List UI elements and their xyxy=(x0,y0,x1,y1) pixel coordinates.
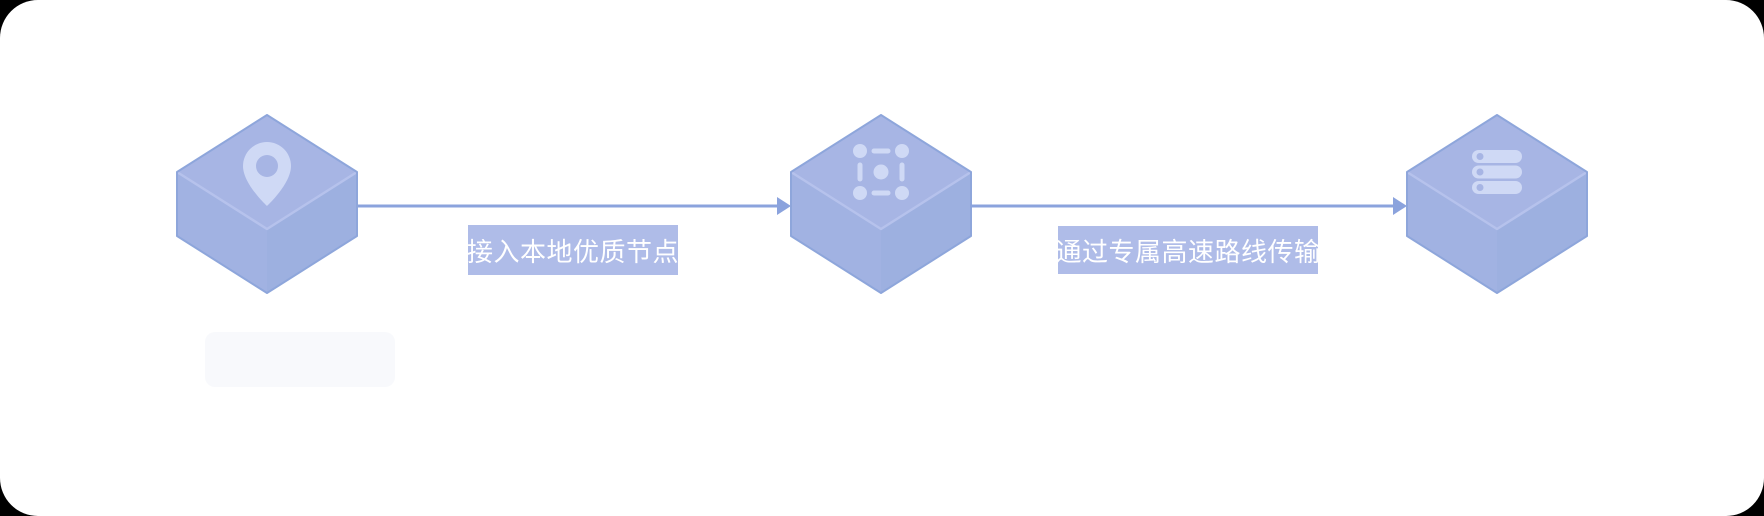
edge-label-local-access: 接入本地优质节点 xyxy=(467,225,679,275)
cube-left-face xyxy=(1407,172,1497,293)
edge-arrow-1 xyxy=(358,197,791,215)
edge-arrow-2 xyxy=(970,197,1407,215)
faint-watermark xyxy=(205,332,395,387)
node-server xyxy=(1406,114,1588,294)
cube-inner-edge xyxy=(176,170,358,231)
cube-left-face xyxy=(177,172,267,293)
cube-inner-edge xyxy=(1406,170,1588,231)
cube-outline xyxy=(790,114,972,294)
arrow-head-icon xyxy=(1393,197,1407,215)
edge-label-express-route: 通过专属高速路线传输 xyxy=(1056,226,1320,274)
cube-outline xyxy=(1406,114,1588,294)
cube-right-face xyxy=(881,172,971,293)
cube-inner-edge xyxy=(790,170,972,231)
server-stack-icon xyxy=(1472,150,1522,194)
cube-shape xyxy=(790,114,972,294)
network-group-icon xyxy=(853,144,909,200)
cube-shape xyxy=(1406,114,1588,294)
arrow-head-icon xyxy=(777,197,791,215)
node-local-access xyxy=(176,114,358,294)
cube-shape xyxy=(176,114,358,294)
cube-outline xyxy=(176,114,358,294)
node-network-relay xyxy=(790,114,972,294)
cube-left-face xyxy=(791,172,881,293)
cube-right-face xyxy=(267,172,357,293)
cube-right-face xyxy=(1497,172,1587,293)
location-pin-icon xyxy=(243,142,291,206)
